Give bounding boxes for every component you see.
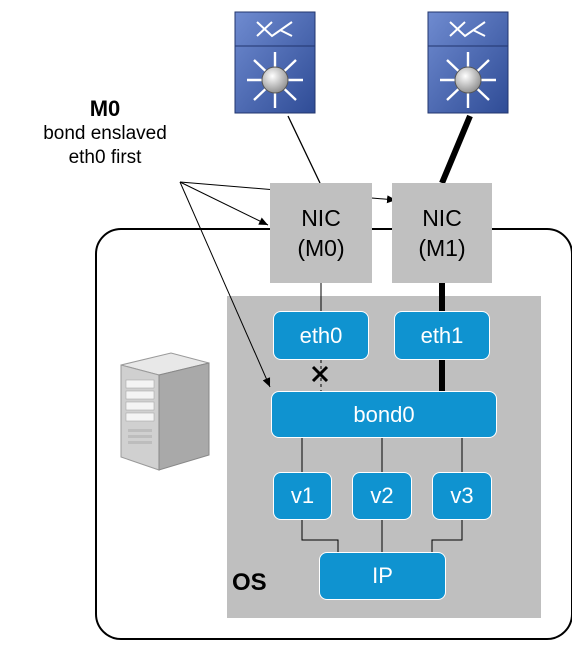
link-v3-ip — [431, 520, 463, 552]
bond0-interface: bond0 — [271, 391, 497, 438]
nic-m0-line2: (M0) — [297, 235, 345, 261]
annotation-arrow-nic0 — [179, 181, 269, 226]
blocked-link-x-icon — [311, 365, 329, 383]
os-label: OS — [232, 569, 267, 596]
nic-m0: NIC (M0) — [270, 183, 372, 283]
annotation-arrow-bond — [179, 181, 271, 388]
annotation-line1: bond enslaved — [43, 123, 167, 144]
ip-interface: IP — [319, 552, 446, 600]
server-tower-icon — [113, 345, 213, 475]
switch-icon — [232, 10, 318, 115]
vlan-v1: v1 — [273, 472, 332, 520]
annotation: M0 bond enslaved eth0 first — [0, 96, 210, 170]
uplink-m0 — [287, 115, 321, 184]
link-v1-ip — [301, 520, 339, 552]
annotation-line2: eth0 first — [68, 147, 142, 168]
vlan-v2: v2 — [352, 472, 412, 520]
eth0-interface: eth0 — [273, 311, 369, 360]
annotation-title: M0 — [89, 96, 121, 121]
eth1-interface: eth1 — [394, 311, 490, 360]
uplink-m1 — [439, 114, 473, 185]
nic-m0-line1: NIC — [301, 205, 341, 231]
nic-m1-line2: (M1) — [418, 235, 466, 261]
nic-m1-line1: NIC — [422, 205, 462, 231]
nic-m1: NIC (M1) — [392, 183, 492, 283]
switch-icon — [425, 10, 511, 115]
vlan-v3: v3 — [432, 472, 492, 520]
